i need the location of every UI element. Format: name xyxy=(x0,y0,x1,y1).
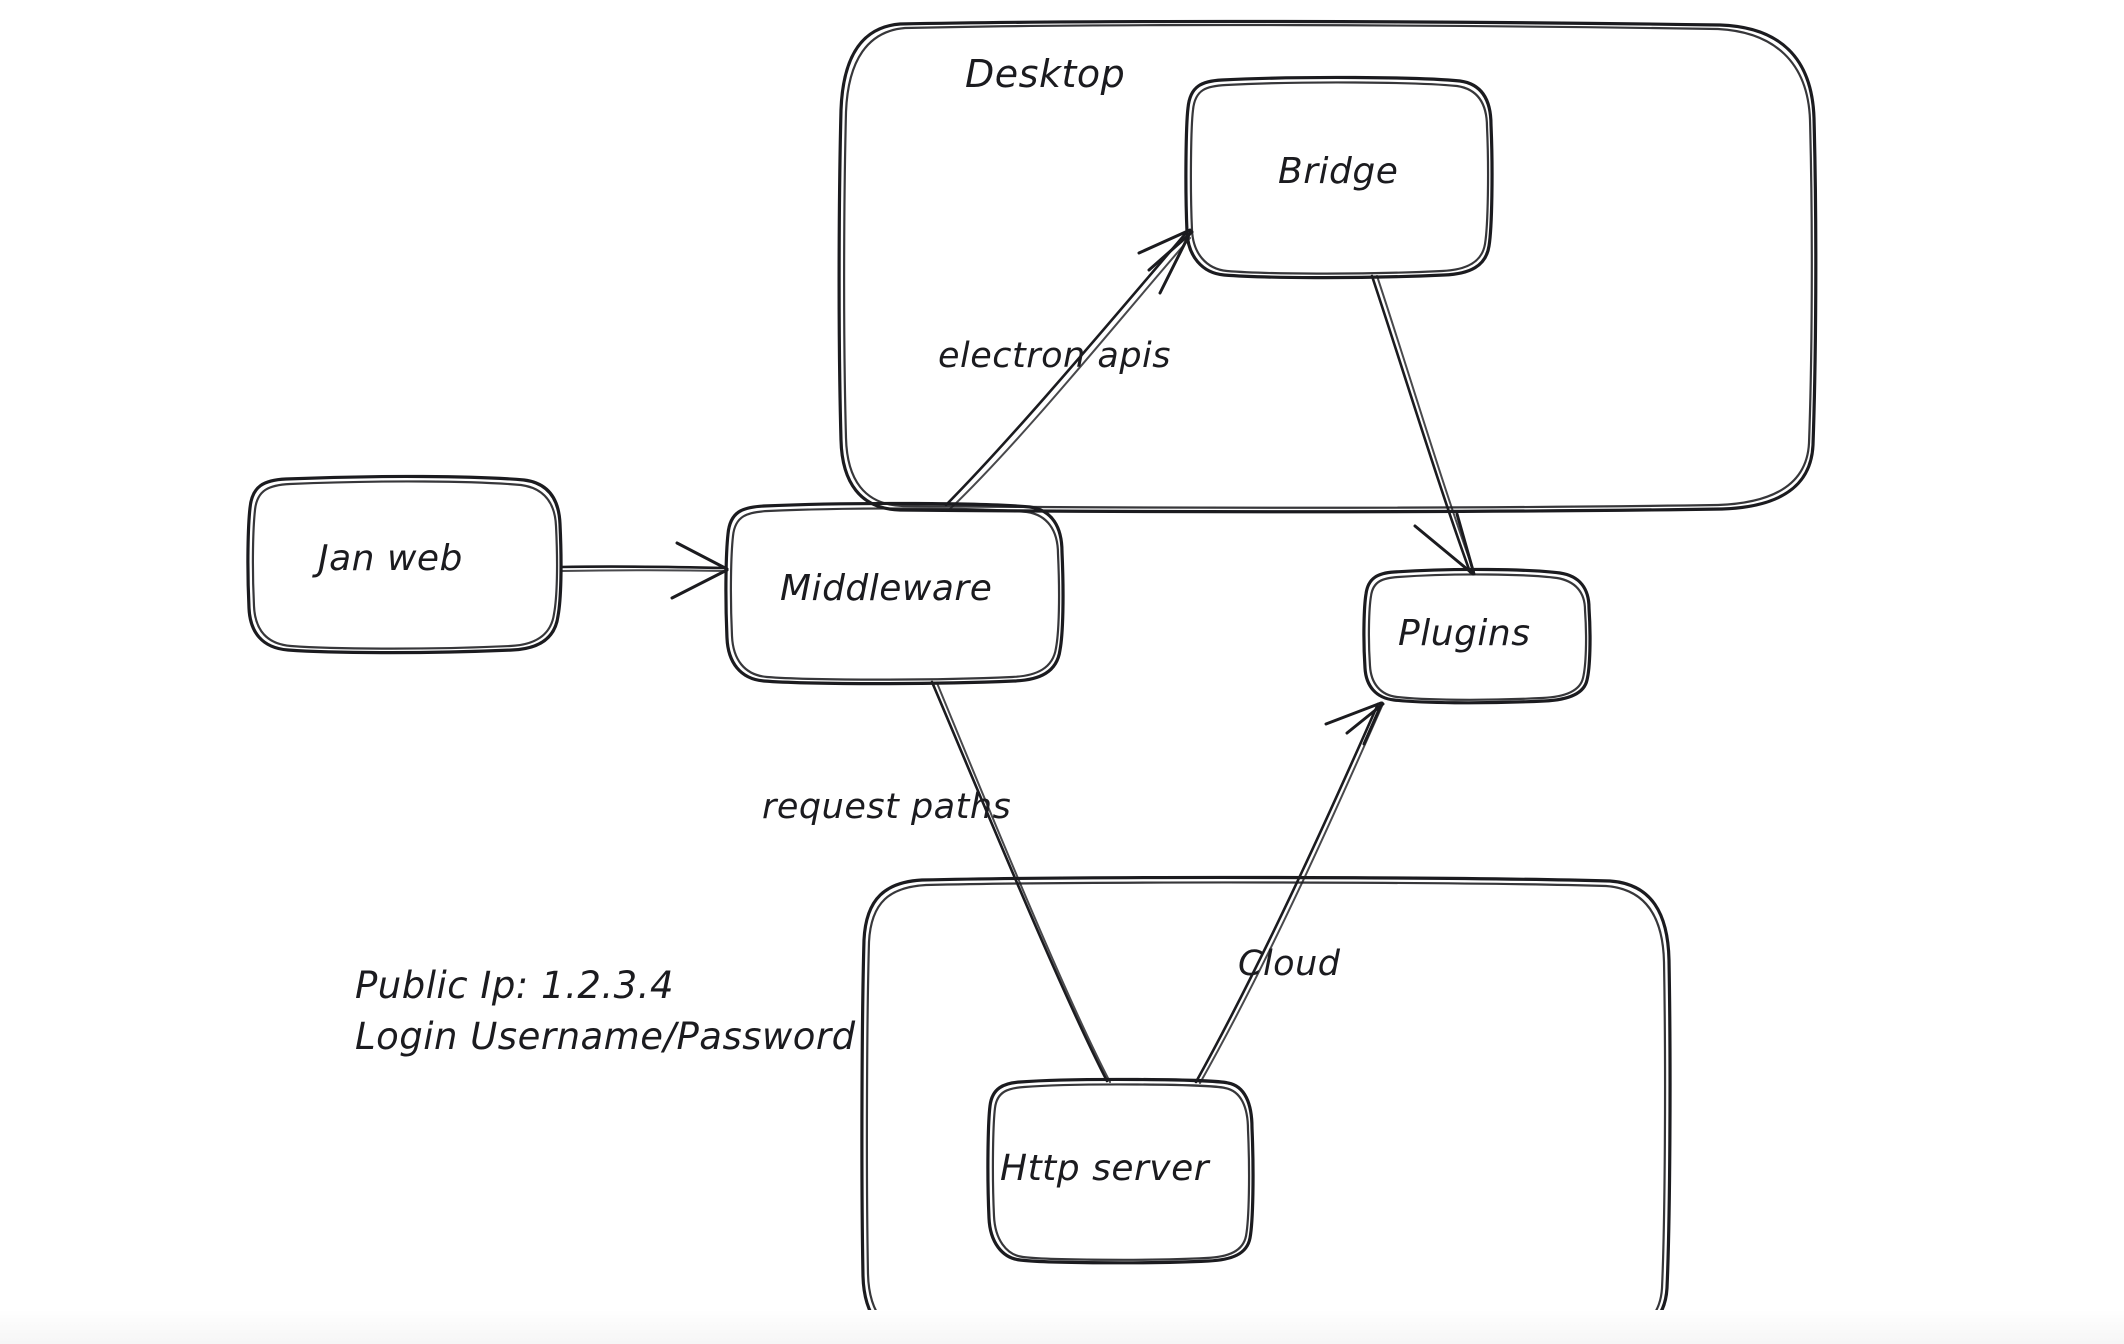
edge-middleware-to-http[interactable] xyxy=(930,680,1111,1083)
node-middleware[interactable] xyxy=(724,501,1065,686)
edge-bridge-to-plugins[interactable] xyxy=(1370,274,1476,576)
node-plugins[interactable] xyxy=(1362,567,1592,705)
edge-http-to-plugins[interactable] xyxy=(1194,701,1385,1084)
group-desktop[interactable] xyxy=(837,19,1818,514)
edge-label-request-paths: request paths xyxy=(762,787,1012,827)
edge-janweb-to-middleware[interactable] xyxy=(559,541,729,600)
edge-label-electron-apis: electron apis xyxy=(938,336,1171,376)
note-line-public-ip: Public Ip: 1.2.3.4 xyxy=(355,964,674,1007)
node-label-http-server: Http server xyxy=(1000,1148,1210,1189)
node-label-plugins: Plugins xyxy=(1398,613,1531,654)
note-public-ip: Public Ip: 1.2.3.4 Login Username/Passwo… xyxy=(355,963,856,1059)
node-bridge[interactable] xyxy=(1184,75,1494,280)
node-label-bridge: Bridge xyxy=(1278,151,1399,192)
bottom-gradient-strip xyxy=(0,1310,2124,1344)
edge-label-cloud: Cloud xyxy=(1238,944,1341,984)
node-label-jan-web: Jan web xyxy=(318,538,463,579)
group-label-desktop: Desktop xyxy=(965,52,1126,96)
node-http-server[interactable] xyxy=(986,1077,1255,1265)
note-line-login: Login Username/Password xyxy=(355,1015,856,1059)
node-jan-web[interactable] xyxy=(246,474,563,655)
edge-middleware-to-bridge[interactable] xyxy=(944,228,1194,510)
node-label-middleware: Middleware xyxy=(780,568,993,609)
